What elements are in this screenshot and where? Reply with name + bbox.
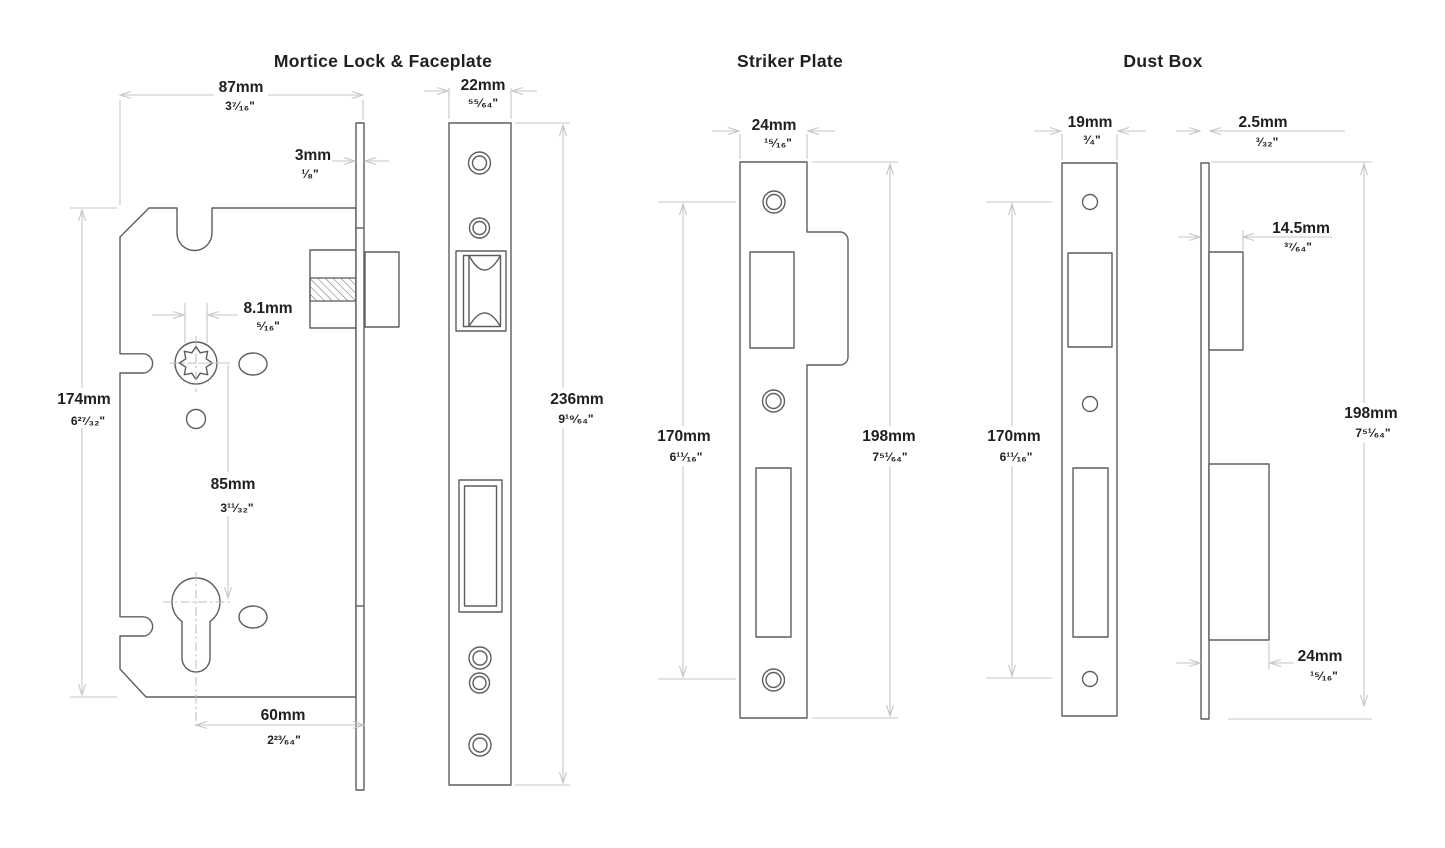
- dustbox-front-plate: [1061, 162, 1118, 717]
- faceplate-screw-hole: [467, 151, 492, 175]
- view-title-dustbox: Dust Box: [1123, 51, 1202, 71]
- dim-label: 2²³⁄₆₄": [267, 733, 301, 747]
- label-mask: [978, 426, 1050, 466]
- striker-screw-hole-inner: [765, 392, 782, 410]
- faceplate-screw-hole-inner: [472, 737, 488, 753]
- striker-plate-outline: [739, 161, 849, 719]
- oval-fixing-hole: [238, 605, 268, 629]
- dim-label: 198mm: [1344, 405, 1397, 422]
- striker-plate-view: Striker Plate 24mm ¹⁵⁄₁₆" 170mm: [648, 51, 926, 719]
- dim-label: ⁵⁄₁₆": [256, 319, 280, 333]
- faceplate-edge: [355, 122, 365, 791]
- faceplate-hole-inner: [472, 220, 487, 236]
- dim-label: 6¹¹⁄₁₆": [670, 450, 703, 464]
- label-mask: [852, 426, 926, 466]
- dim-label: 9¹⁹⁄₆₄": [558, 412, 593, 426]
- dustbox-screw-hole: [1081, 670, 1099, 688]
- dim-faceplate-height: [515, 122, 570, 786]
- faceplate-hole-inner: [472, 675, 487, 691]
- lock-case-outline: [119, 207, 357, 698]
- dim-label: ¹⁄₈": [301, 167, 318, 181]
- striker-latch-opening: [749, 251, 795, 349]
- dim-label: 170mm: [657, 428, 710, 445]
- dust-box-view: Dust Box: [978, 51, 1408, 720]
- dim-label: 6¹¹⁄₁₆": [1000, 450, 1033, 464]
- striker-screw-hole: [762, 190, 786, 214]
- deadbolt-opening-inner: [463, 485, 498, 607]
- label-mask: [54, 388, 116, 428]
- dim-label: 22mm: [461, 77, 506, 94]
- dim-striker-width: [712, 131, 835, 159]
- dim-label: 198mm: [862, 428, 915, 445]
- deadbolt-opening: [458, 479, 503, 613]
- faceplate-screw-hole: [468, 733, 492, 757]
- dim-label: ³⁄₄": [1083, 133, 1100, 147]
- dim-label: 14.5mm: [1272, 220, 1330, 237]
- oval-fixing-hole: [238, 352, 268, 376]
- dim-label: 174mm: [57, 391, 110, 408]
- dim-label: 6²⁷⁄₃₂": [71, 414, 105, 428]
- dim-label: 236mm: [550, 391, 603, 408]
- dustbox-bolt-box: [1208, 463, 1270, 641]
- label-mask: [648, 426, 722, 466]
- dustbox-side-plate: [1200, 162, 1210, 720]
- striker-screw-hole-inner: [765, 193, 783, 211]
- view-title-mortice: Mortice Lock & Faceplate: [274, 51, 492, 71]
- dustbox-screw-hole: [1081, 395, 1099, 413]
- faceplate-hole: [468, 217, 491, 239]
- dim-label: ³⁷⁄₆₄": [1284, 240, 1312, 254]
- dim-label: 3⁷⁄₁₆": [225, 99, 255, 113]
- dim-label: 7⁵¹⁄₆₄": [1355, 426, 1390, 440]
- mortice-lock-view: Mortice Lock & Faceplate: [54, 51, 612, 791]
- faceplate-hole: [468, 672, 491, 694]
- dim-label: 24mm: [752, 117, 797, 134]
- dim-dustbox-bolt-depth: [1176, 642, 1294, 669]
- dim-follower-hole: [152, 303, 238, 343]
- faceplate-screw-hole: [468, 646, 492, 670]
- dustbox-screw-hole: [1081, 193, 1099, 211]
- faceplate-front: [448, 122, 512, 786]
- label-mask: [1336, 403, 1408, 443]
- dim-label: 24mm: [1298, 648, 1343, 665]
- dim-dustbox-latch-depth: [1178, 230, 1332, 250]
- dim-label: 19mm: [1068, 114, 1113, 131]
- label-mask: [214, 78, 268, 110]
- dim-label: 3¹¹⁄₃₂": [220, 501, 253, 515]
- latch-bolt-face: [462, 254, 502, 328]
- dim-label: 3mm: [295, 147, 331, 164]
- follower-star-hole: [178, 345, 214, 381]
- faceplate-screw-hole-inner: [472, 650, 488, 666]
- dustbox-latch-opening: [1067, 252, 1113, 348]
- label-mask: [202, 472, 264, 516]
- dim-label: 85mm: [211, 476, 256, 493]
- striker-screw-hole: [761, 668, 786, 692]
- striker-deadbolt-opening: [755, 467, 792, 638]
- dim-faceplate-width: [424, 88, 537, 119]
- dim-label: 170mm: [987, 428, 1040, 445]
- dim-label: 8.1mm: [243, 300, 292, 317]
- dim-case-height: [70, 207, 117, 698]
- dim-label: ⁵⁵⁄₆₄": [468, 96, 498, 110]
- euro-cylinder-hole: [171, 577, 221, 673]
- label-mask: [542, 388, 612, 428]
- latch-opening: [455, 250, 507, 332]
- dustbox-deadbolt-opening: [1072, 467, 1109, 638]
- latch-bolt-head: [364, 251, 400, 328]
- striker-screw-hole: [761, 389, 786, 413]
- striker-screw-hole-inner: [765, 671, 782, 689]
- dim-label: ³⁄₃₂": [1256, 135, 1279, 149]
- latch-spring-hatch: [309, 277, 357, 302]
- dustbox-latch-box: [1208, 251, 1244, 351]
- dim-label: 87mm: [219, 79, 264, 96]
- view-title-striker: Striker Plate: [737, 51, 843, 71]
- small-fixing-hole: [185, 408, 207, 430]
- dim-label: ¹⁵⁄₁₆": [764, 136, 792, 150]
- dim-label: ¹⁵⁄₁₆": [1310, 669, 1338, 683]
- dim-label: 7⁵¹⁄₆₄": [872, 450, 907, 464]
- faceplate-screw-hole-inner: [471, 155, 488, 171]
- dim-label: 60mm: [261, 707, 306, 724]
- dim-dustbox-width: [1034, 131, 1146, 160]
- dim-label: 2.5mm: [1238, 114, 1287, 131]
